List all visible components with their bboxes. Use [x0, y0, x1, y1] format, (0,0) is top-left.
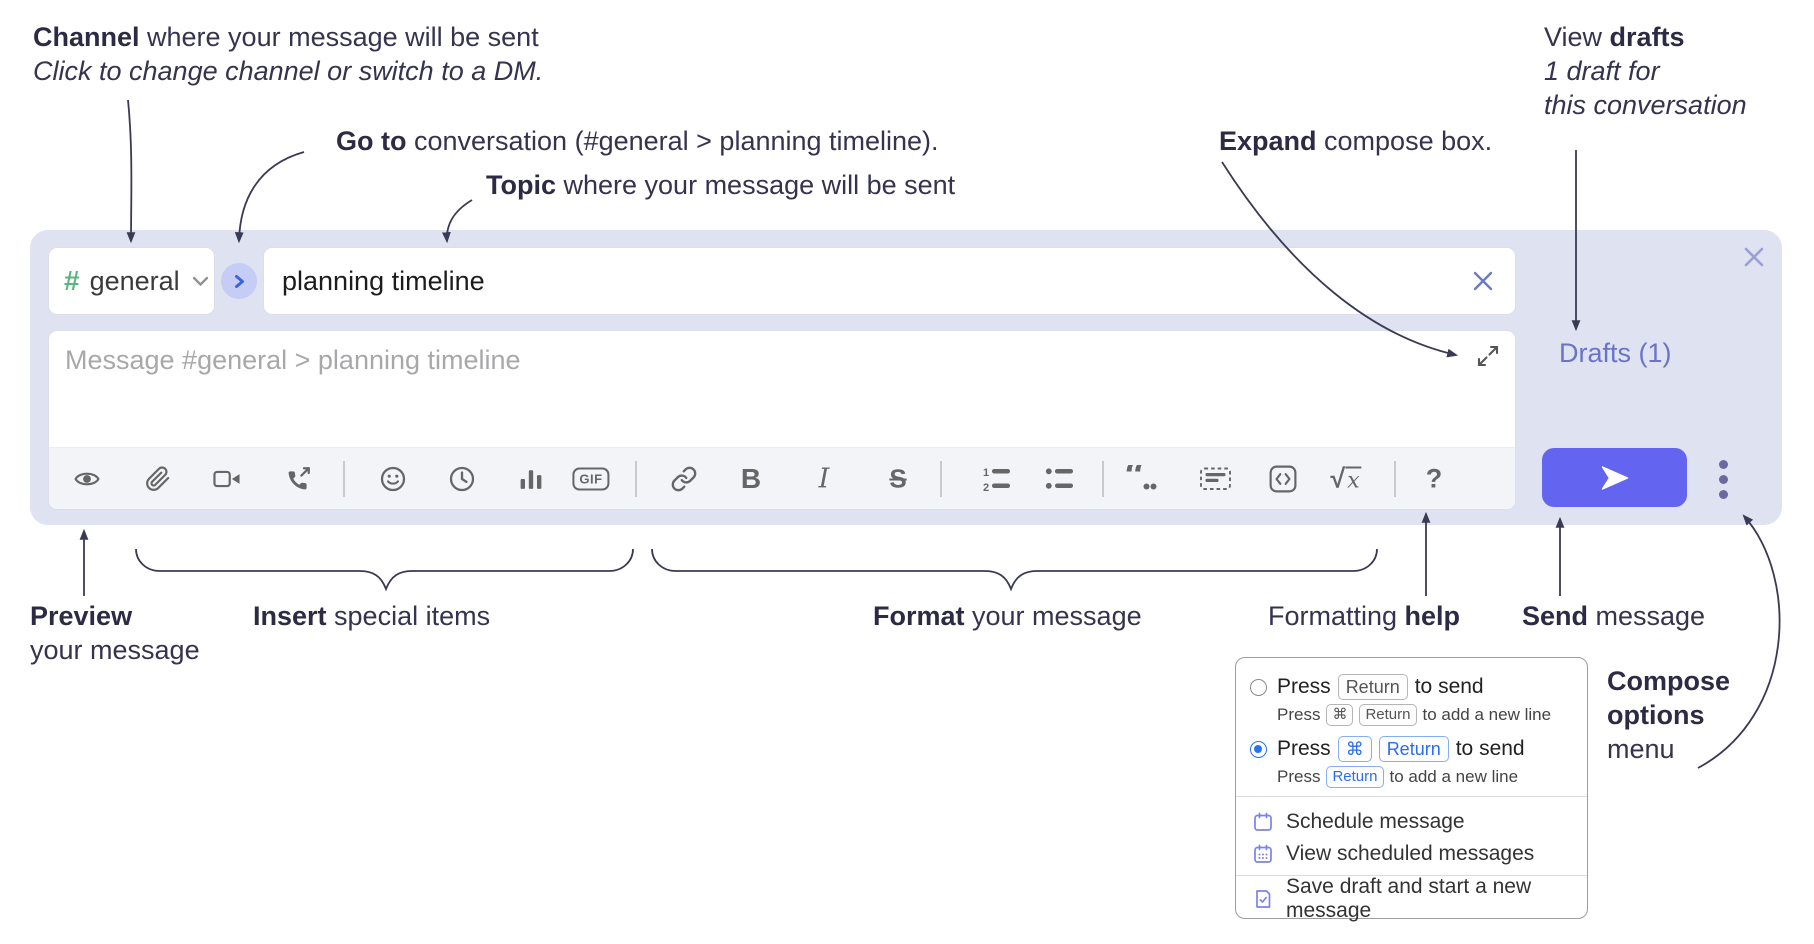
- attach-file-icon[interactable]: [145, 465, 171, 492]
- calendar-icon: [1252, 811, 1274, 833]
- time-icon[interactable]: [449, 466, 475, 492]
- popup-divider: [1236, 796, 1587, 797]
- enter-sends-subtext: Press ⌘ Return to add a new line: [1236, 703, 1587, 727]
- svg-text:1: 1: [983, 467, 989, 479]
- channel-annotation: Channel where your message will be sent …: [33, 22, 544, 86]
- message-textarea[interactable]: Message #general > planning timeline: [48, 330, 1516, 510]
- paper-plane-icon: [1600, 463, 1630, 493]
- topic-input[interactable]: [280, 264, 1469, 298]
- chevron-right-icon: [232, 273, 246, 290]
- toolbar-divider: [940, 460, 942, 497]
- clear-topic-icon[interactable]: [1469, 267, 1497, 295]
- calendar-clock-icon: [1252, 843, 1274, 865]
- menu-item-save-draft[interactable]: Save draft and start a new message: [1236, 875, 1587, 922]
- view-drafts-annotation: View drafts 1 draft for this conversatio…: [1544, 22, 1747, 120]
- strikethrough-icon[interactable]: S: [889, 463, 907, 493]
- topic-annotation: Topic where your message will be sent: [486, 170, 956, 200]
- code-icon[interactable]: [1269, 465, 1297, 493]
- goto-annotation: Go to conversation (#general > planning …: [336, 126, 939, 156]
- compose-options-menu-icon[interactable]: [1706, 451, 1740, 507]
- goto-conversation-button[interactable]: [221, 263, 257, 299]
- draft-check-icon: [1252, 888, 1274, 910]
- message-placeholder: Message #general > planning timeline: [65, 345, 521, 375]
- poll-icon[interactable]: [519, 467, 543, 491]
- channel-name: general: [89, 265, 180, 296]
- spoiler-icon[interactable]: [1200, 465, 1233, 492]
- emoji-icon[interactable]: [380, 466, 406, 492]
- video-call-icon[interactable]: [212, 467, 242, 491]
- channel-hash-icon: #: [64, 265, 80, 296]
- message-formatting-help-icon[interactable]: ?: [1425, 463, 1443, 493]
- toolbar-divider: [1102, 460, 1104, 497]
- menu-item-schedule-message[interactable]: Schedule message: [1236, 807, 1587, 837]
- svg-text:“: “: [1126, 465, 1146, 493]
- toolbar-divider: [635, 460, 637, 497]
- formatting-help-annotation: Formatting help: [1268, 601, 1461, 631]
- compose-box: # general Message #general > planning ti…: [30, 230, 1782, 525]
- italic-icon[interactable]: I: [818, 463, 830, 494]
- voice-call-icon[interactable]: [285, 466, 311, 492]
- toolbar-divider: [1394, 460, 1396, 497]
- send-button[interactable]: [1542, 448, 1687, 507]
- format-annotation: Format your message: [873, 601, 1142, 631]
- svg-text:2: 2: [983, 482, 989, 493]
- toolbar-divider: [343, 460, 345, 497]
- expand-compose-icon[interactable]: [1475, 343, 1501, 369]
- drafts-link[interactable]: Drafts (1): [1559, 338, 1672, 368]
- close-compose-icon[interactable]: [1739, 242, 1769, 272]
- quote-icon[interactable]: “: [1126, 465, 1158, 493]
- popup-divider: [1236, 875, 1587, 876]
- radio-selected-icon[interactable]: [1250, 740, 1267, 758]
- cmd-enter-sends-option[interactable]: Press ⌘ Return to send: [1236, 735, 1587, 763]
- channel-selector[interactable]: # general: [48, 247, 215, 315]
- preview-icon[interactable]: [74, 466, 101, 492]
- math-icon[interactable]: √x: [1330, 463, 1362, 494]
- topic-box: [263, 247, 1516, 315]
- expand-annotation: Expand compose box.: [1219, 126, 1493, 156]
- enter-sends-option[interactable]: Press Return to send: [1236, 673, 1587, 701]
- gif-icon[interactable]: GIF: [572, 467, 610, 490]
- bold-icon[interactable]: B: [740, 462, 762, 494]
- insert-annotation: Insert special items: [253, 601, 491, 631]
- send-message-annotation: Send message: [1522, 601, 1706, 631]
- compose-options-annotation: Compose options menu: [1607, 666, 1731, 764]
- cmd-enter-sends-subtext: Press Return to add a new line: [1236, 765, 1587, 789]
- link-icon[interactable]: [671, 465, 698, 492]
- radio-unselected-icon[interactable]: [1250, 678, 1267, 696]
- chevron-down-icon: [192, 276, 209, 287]
- compose-options-popup: Press Return to send Press ⌘ Return to a…: [1235, 657, 1588, 922]
- bulleted-list-icon[interactable]: [1045, 465, 1075, 493]
- menu-item-view-scheduled[interactable]: View scheduled messages: [1236, 839, 1587, 869]
- preview-annotation: Preview your message: [30, 601, 200, 665]
